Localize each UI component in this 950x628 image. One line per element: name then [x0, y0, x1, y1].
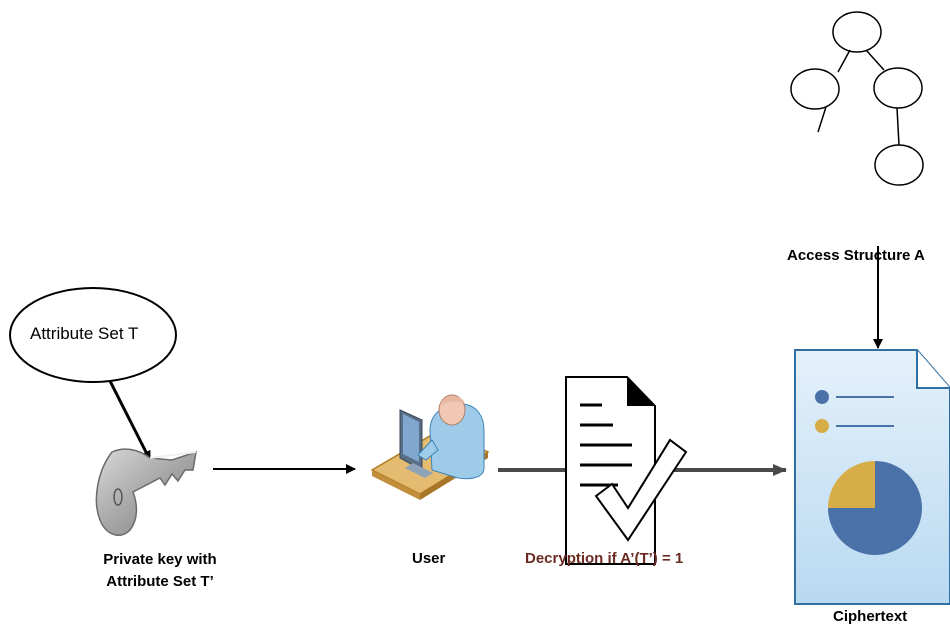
check-icon — [594, 438, 688, 542]
private-key-label-line1: Private key with — [103, 551, 217, 568]
attribute-set-label: Attribute Set T — [30, 324, 139, 343]
attribute-set-ellipse — [9, 287, 177, 383]
key-icon — [95, 448, 197, 536]
access-structure-label: Access Structure A — [787, 247, 925, 264]
user-label: User — [412, 550, 446, 567]
ciphertext-label: Ciphertext — [833, 608, 908, 625]
decryption-document-icon — [565, 376, 656, 565]
access-tree-icon — [790, 11, 924, 186]
decryption-label: Decryption if A’(T’) = 1 — [525, 550, 684, 567]
ciphertext-document-icon — [794, 349, 950, 605]
private-key-label-line2: Attribute Set T’ — [106, 573, 214, 590]
user-computer-icon — [370, 394, 490, 500]
private-key-label: Private key with Attribute Set T’ — [60, 549, 260, 593]
attribute-to-key-arrow — [108, 380, 152, 461]
